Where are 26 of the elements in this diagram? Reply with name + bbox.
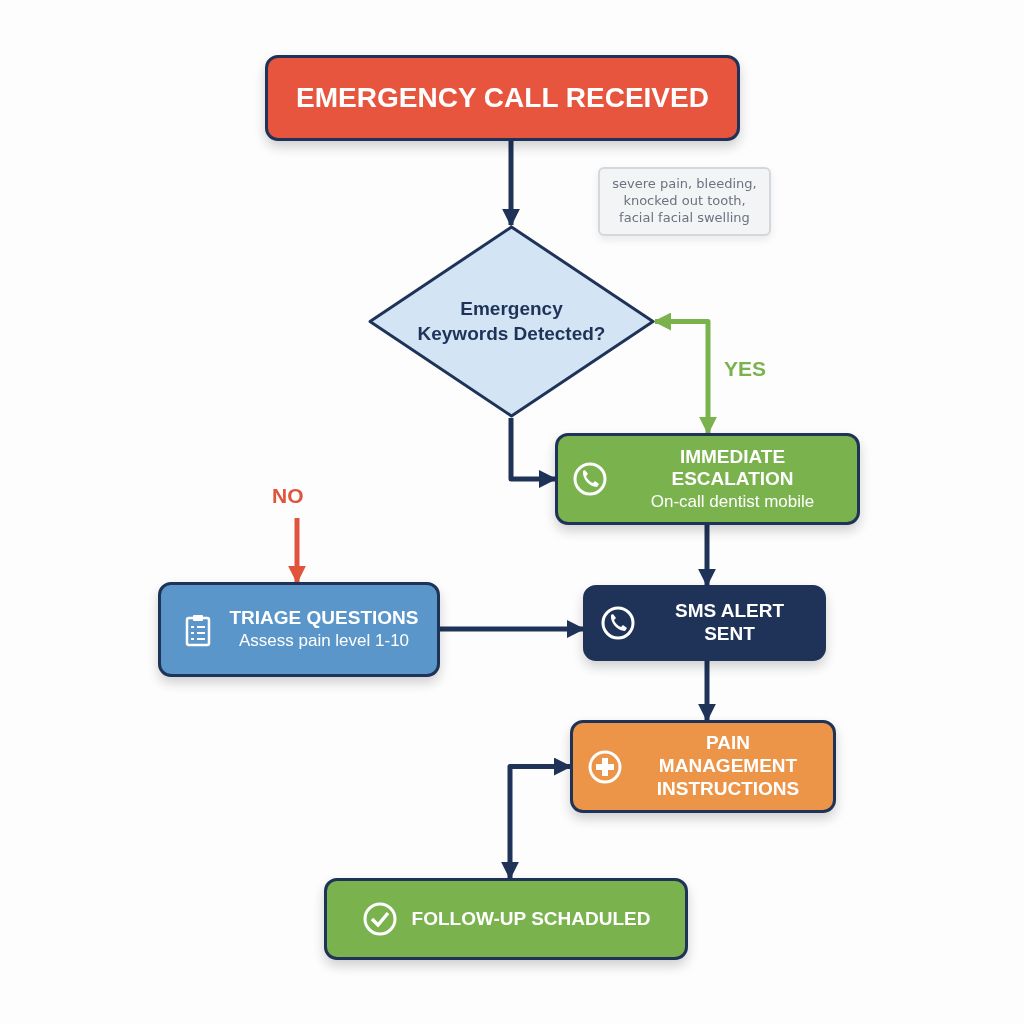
node-title: PAIN MANAGEMENT INSTRUCTIONS (655, 732, 801, 801)
arrow (440, 620, 585, 638)
process-box (324, 878, 688, 960)
arrow (653, 312, 717, 435)
start-box (265, 55, 740, 141)
node-subtitle: On-call dentist mobile (650, 491, 815, 513)
arrow (288, 518, 306, 584)
node-title: FOLLOW-UP SCHADULED (411, 907, 651, 931)
note-box (598, 167, 771, 236)
decision-diamond (368, 225, 655, 418)
process-box (570, 720, 836, 813)
process-box (158, 582, 440, 677)
arrow (501, 757, 572, 880)
note-text: severe pain, bleeding, knocked out tooth, facial facial swelling (611, 176, 758, 227)
process-box (583, 585, 826, 661)
arrow (502, 141, 520, 227)
arrow (698, 661, 716, 722)
process-box (555, 433, 860, 525)
node-title: EMERGENCY CALL RECEIVED (296, 82, 709, 114)
node-title: SMS ALERT SENT (673, 600, 786, 646)
node-title: TRIAGE QUESTIONS (229, 607, 419, 631)
decision-text: Emergency Keywords Detected? (416, 296, 607, 346)
arrow (698, 525, 716, 587)
arrow (508, 418, 557, 488)
node-title: IMMEDIATE ESCALATION (670, 445, 795, 492)
node-subtitle: Assess pain level 1-10 (238, 630, 410, 652)
